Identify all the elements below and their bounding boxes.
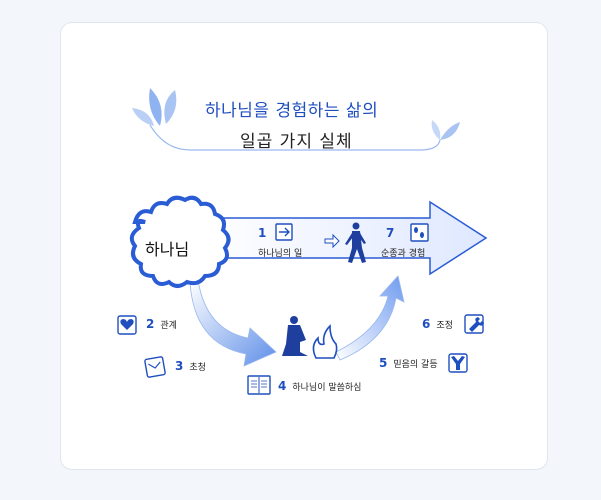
walking-man-icon [345,222,366,263]
step-2-number: 2 [146,317,155,331]
up-curve-arrow [335,275,405,361]
step-2: 2 관계 [146,317,177,331]
step-7-number: 7 [386,226,395,240]
title-line-2: 일곱 가지 실체 [240,132,353,152]
envelope-icon [144,356,166,378]
step-3: 3 초청 [175,359,206,373]
step-4: 4 하나님이 말씀하심 [278,379,361,393]
step-6-number: 6 [422,317,431,331]
footprints-icon [410,223,429,242]
book-icon [247,375,271,395]
title-leaf-ornament [132,88,460,151]
step-5: 5 믿음의 갈등 [379,356,438,370]
step-6-label: 조정 [436,320,453,331]
small-arrow-icon [324,233,340,249]
step-3-number: 3 [175,359,184,373]
step-2-label: 관계 [160,320,177,331]
step-4-number: 4 [278,379,287,393]
step-1-label: 하나님의 일 [258,249,303,259]
step-5-number: 5 [379,356,388,370]
arrow-box-icon [275,223,293,241]
step-4-label: 하나님이 말씀하심 [292,382,362,393]
main-flow-arrow [199,200,488,276]
burning-bush-icon [312,324,338,359]
wrench-icon [464,314,484,334]
title-line-1: 하나님을 경험하는 삶의 [205,101,379,121]
fork-road-icon [448,353,468,373]
down-curve-arrow [189,279,277,367]
step-3-label: 초청 [189,362,206,373]
god-cloud [129,195,231,288]
god-label: 하나님 [145,240,190,259]
step-6: 6 조정 [422,317,453,331]
step-7-label: 순종과 경험 [381,249,426,259]
praying-person-icon [282,316,308,356]
step-1-number: 1 [258,226,267,240]
step-5-label: 믿음의 갈등 [393,359,438,370]
heart-icon [117,315,137,335]
